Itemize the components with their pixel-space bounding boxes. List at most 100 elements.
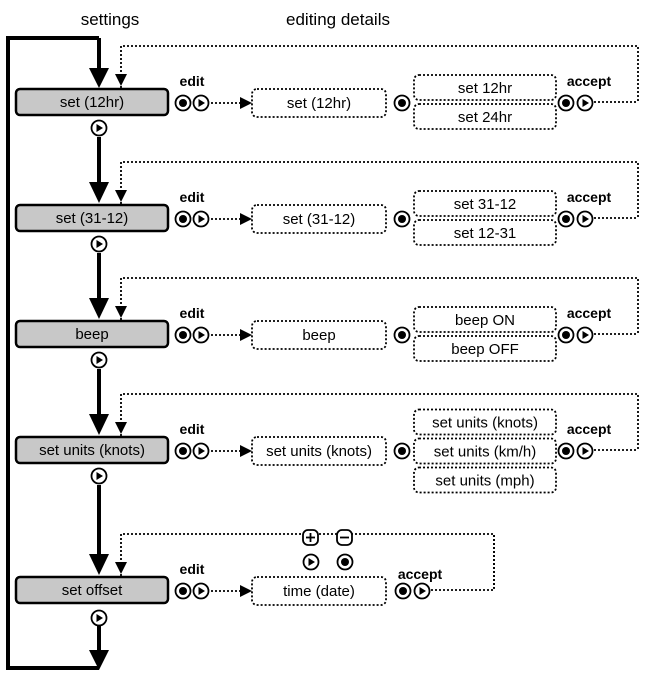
accept-play-icon	[413, 582, 431, 600]
option-box	[413, 306, 557, 333]
loop-back-line	[120, 277, 639, 334]
stop-button-icon	[174, 210, 192, 228]
play-button-icon	[192, 326, 210, 344]
accept-stop-icon	[394, 582, 412, 600]
menu-row: set (31-12) edit set (31-12) set 31-12 set 1…	[14, 161, 639, 319]
accept-label: accept	[567, 189, 612, 205]
option-box	[413, 408, 557, 436]
edit-label: edit	[180, 73, 205, 89]
setting-box[interactable]	[14, 575, 170, 605]
select-button-icon	[393, 210, 411, 228]
stop-button-icon	[174, 326, 192, 344]
edit-arrow-head	[240, 97, 252, 109]
accept-play-icon	[576, 326, 594, 344]
play-button-icon	[192, 94, 210, 112]
play-button-icon	[192, 442, 210, 460]
next-button-icon	[90, 351, 108, 369]
next-arrow-head	[89, 554, 109, 575]
option-label: beep ON	[455, 312, 515, 329]
setting-label: beep	[75, 326, 108, 343]
setting-box[interactable]	[14, 319, 170, 349]
main-loop	[6, 36, 109, 670]
edit-arrow-head	[240, 329, 252, 341]
option-label: set 24hr	[458, 109, 512, 126]
accept-label: accept	[567, 421, 612, 437]
option-box	[413, 190, 557, 217]
edit-arrow-head	[240, 585, 252, 597]
detail-label: set units (knots)	[266, 443, 372, 460]
accept-play-icon	[576, 210, 594, 228]
accept-stop-icon	[557, 442, 575, 460]
detail-box	[251, 204, 387, 234]
setting-label: set offset	[62, 582, 123, 599]
edit-label: edit	[180, 421, 205, 437]
next-arrow-head	[89, 414, 109, 435]
edit-arrow-head	[240, 213, 252, 225]
setting-label: set (31-12)	[56, 210, 129, 227]
stop-button-icon	[174, 582, 192, 600]
setting-label: set units (knots)	[39, 442, 145, 459]
stop-button-icon	[174, 442, 192, 460]
option-label: beep OFF	[451, 341, 519, 358]
next-button-icon	[90, 467, 108, 485]
plus-icon	[302, 529, 319, 546]
setting-box[interactable]	[14, 435, 170, 465]
detail-label: set (31-12)	[283, 211, 356, 228]
setting-label: set (12hr)	[60, 94, 124, 111]
accept-label: accept	[398, 566, 443, 582]
loop-back-line	[120, 393, 639, 450]
edit-arrow-head	[240, 445, 252, 457]
loop-arrow-head	[115, 306, 127, 318]
settings-header: settings	[81, 10, 140, 29]
loop-back-line	[120, 45, 639, 102]
decrement-button-icon	[336, 553, 354, 571]
next-button-icon	[90, 609, 108, 627]
option-label: set 12-31	[454, 225, 517, 242]
accept-stop-icon	[557, 210, 575, 228]
play-button-icon	[192, 210, 210, 228]
loop-arrow-head	[115, 562, 127, 574]
loop-arrow-head	[115, 422, 127, 434]
stop-button-icon	[174, 94, 192, 112]
option-box	[413, 74, 557, 101]
loop-back-line	[120, 161, 639, 218]
detail-box	[251, 436, 387, 466]
option-label: set units (km/h)	[434, 444, 537, 461]
setting-box[interactable]	[14, 203, 170, 233]
option-label: set units (mph)	[435, 473, 534, 490]
menu-row: set units (knots) edit set units (knots) se…	[14, 393, 639, 575]
detail-box	[251, 576, 387, 606]
edit-label: edit	[180, 561, 205, 577]
option-box	[413, 219, 557, 246]
next-arrow-head	[89, 182, 109, 203]
loop-arrow-head	[115, 74, 127, 86]
option-box	[413, 335, 557, 362]
detail-box	[251, 320, 387, 350]
edit-label: edit	[180, 305, 205, 321]
accept-play-icon	[576, 442, 594, 460]
next-button-icon	[90, 235, 108, 253]
select-button-icon	[393, 442, 411, 460]
accept-stop-icon	[557, 326, 575, 344]
loop-arrow-head	[115, 190, 127, 202]
setting-box[interactable]	[14, 87, 170, 117]
accept-label: accept	[567, 305, 612, 321]
play-button-icon	[192, 582, 210, 600]
option-box	[413, 103, 557, 130]
menu-row: set (12hr) edit set (12hr) set 12hr set 24hr…	[14, 45, 639, 203]
select-button-icon	[393, 94, 411, 112]
option-label: set 31-12	[454, 196, 517, 213]
editing-details-header: editing details	[286, 10, 390, 29]
option-box	[413, 466, 557, 494]
option-label: set 12hr	[458, 80, 512, 97]
option-label: set units (knots)	[432, 415, 538, 432]
select-button-icon	[393, 326, 411, 344]
accept-line	[431, 534, 495, 591]
next-button-icon	[90, 119, 108, 137]
detail-label: set (12hr)	[287, 95, 351, 112]
bottom-arrow	[89, 626, 109, 670]
accept-label: accept	[567, 73, 612, 89]
